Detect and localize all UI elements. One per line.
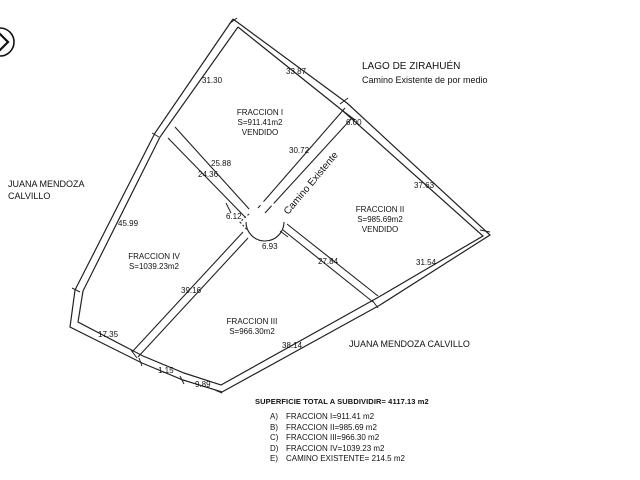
dim-9-89: 9.89 [195, 380, 211, 389]
fraction-3-name: FRACCION III [226, 317, 278, 326]
summary-item-text: FRACCION I=911.41 m2 [286, 412, 375, 421]
neighbor-west-line1: JUANA MENDOZA [8, 179, 85, 189]
dim-6-00: 6.00 [346, 118, 362, 127]
neighbor-west-line2: CALVILLO [8, 191, 51, 201]
dim-33-87: 33.87 [286, 67, 307, 76]
summary-item: A) FRACCION I=911.41 m2 [270, 412, 405, 423]
dim-31-54: 31.54 [416, 258, 437, 267]
dim-31-30: 31.30 [202, 76, 223, 85]
dim-17-35: 17.35 [98, 330, 119, 339]
fraction-3-area: S=966.30m2 [229, 327, 275, 336]
summary-item-text: FRACCION IV=1039.23 m2 [286, 443, 385, 453]
dim-1-15: 1.15 [158, 366, 174, 375]
dim-39-16: 39.16 [181, 286, 202, 295]
dim-24-36: 24.36 [198, 170, 219, 179]
summary-item-key: A) [270, 412, 278, 421]
fraction-4-name: FRACCION IV [128, 252, 180, 261]
dim-45-99: 45.99 [118, 219, 139, 228]
summary-item: C) FRACCION III=966.30 m2 [270, 433, 405, 444]
fraction-1-status: VENDIDO [241, 128, 279, 137]
fraction-3: FRACCION III S=966.30m2 [222, 317, 282, 337]
dim-38-14: 38.14 [282, 341, 303, 350]
fraction-2: FRACCION II S=985.69m2 VENDIDO [350, 205, 410, 235]
summary-item-text: CAMINO EXISTENTE= 214.5 m2 [286, 454, 405, 463]
fraction-1-name: FRACCION I [236, 108, 284, 117]
summary-item: D) FRACCION IV=1039.23 m2 [270, 444, 405, 455]
fraction-4: FRACCION IV S=1039.23m2 [122, 252, 186, 272]
summary-item: E) CAMINO EXISTENTE= 214.5 m2 [270, 454, 405, 465]
summary-list: A) FRACCION I=911.41 m2 B) FRACCION II=985.… [270, 412, 405, 465]
summary-item: B) FRACCION II=985.69 m2 [270, 423, 405, 434]
division-lines [131, 107, 379, 358]
fraction-1-area: S=911.41m2 [237, 118, 283, 127]
dim-27-84: 27.84 [318, 257, 339, 266]
lake-road-note: Camino Existente de por medio [362, 75, 488, 85]
dim-6-93: 6.93 [262, 242, 278, 251]
summary-item-text: FRACCION II=985.69 m2 [286, 422, 377, 432]
fraction-2-area: S=985.69m2 [357, 215, 403, 224]
summary-item-key: C) [270, 433, 279, 442]
fraction-2-name: FRACCION II [355, 205, 405, 214]
dim-37-63: 37.63 [414, 181, 435, 190]
north-arrow-icon [0, 27, 15, 57]
fraction-4-area: S=1039.23m2 [128, 262, 180, 271]
dim-30-72: 30.72 [289, 146, 310, 155]
dim-25-88: 25.88 [211, 159, 232, 168]
road-turnaround [239, 201, 286, 242]
fraction-2-status: VENDIDO [361, 225, 399, 234]
fraction-1: FRACCION I S=911.41m2 VENDIDO [232, 108, 288, 138]
summary-title: SUPERFICIE TOTAL A SUBDIVIDIR= 4117.13 m… [255, 397, 429, 406]
boundary-ticks [71, 17, 491, 394]
summary-item-key: D) [270, 443, 279, 453]
neighbor-south: JUANA MENDOZA CALVILLO [349, 339, 470, 349]
summary-item-key: E) [270, 454, 278, 463]
summary-item-text: FRACCION III=966.30 m2 [286, 433, 380, 442]
summary-item-key: B) [270, 422, 278, 432]
lake-name: LAGO DE ZIRAHUÉN [362, 61, 461, 72]
dim-6-12: 6.12 [226, 212, 242, 221]
property-boundary [69, 18, 491, 393]
